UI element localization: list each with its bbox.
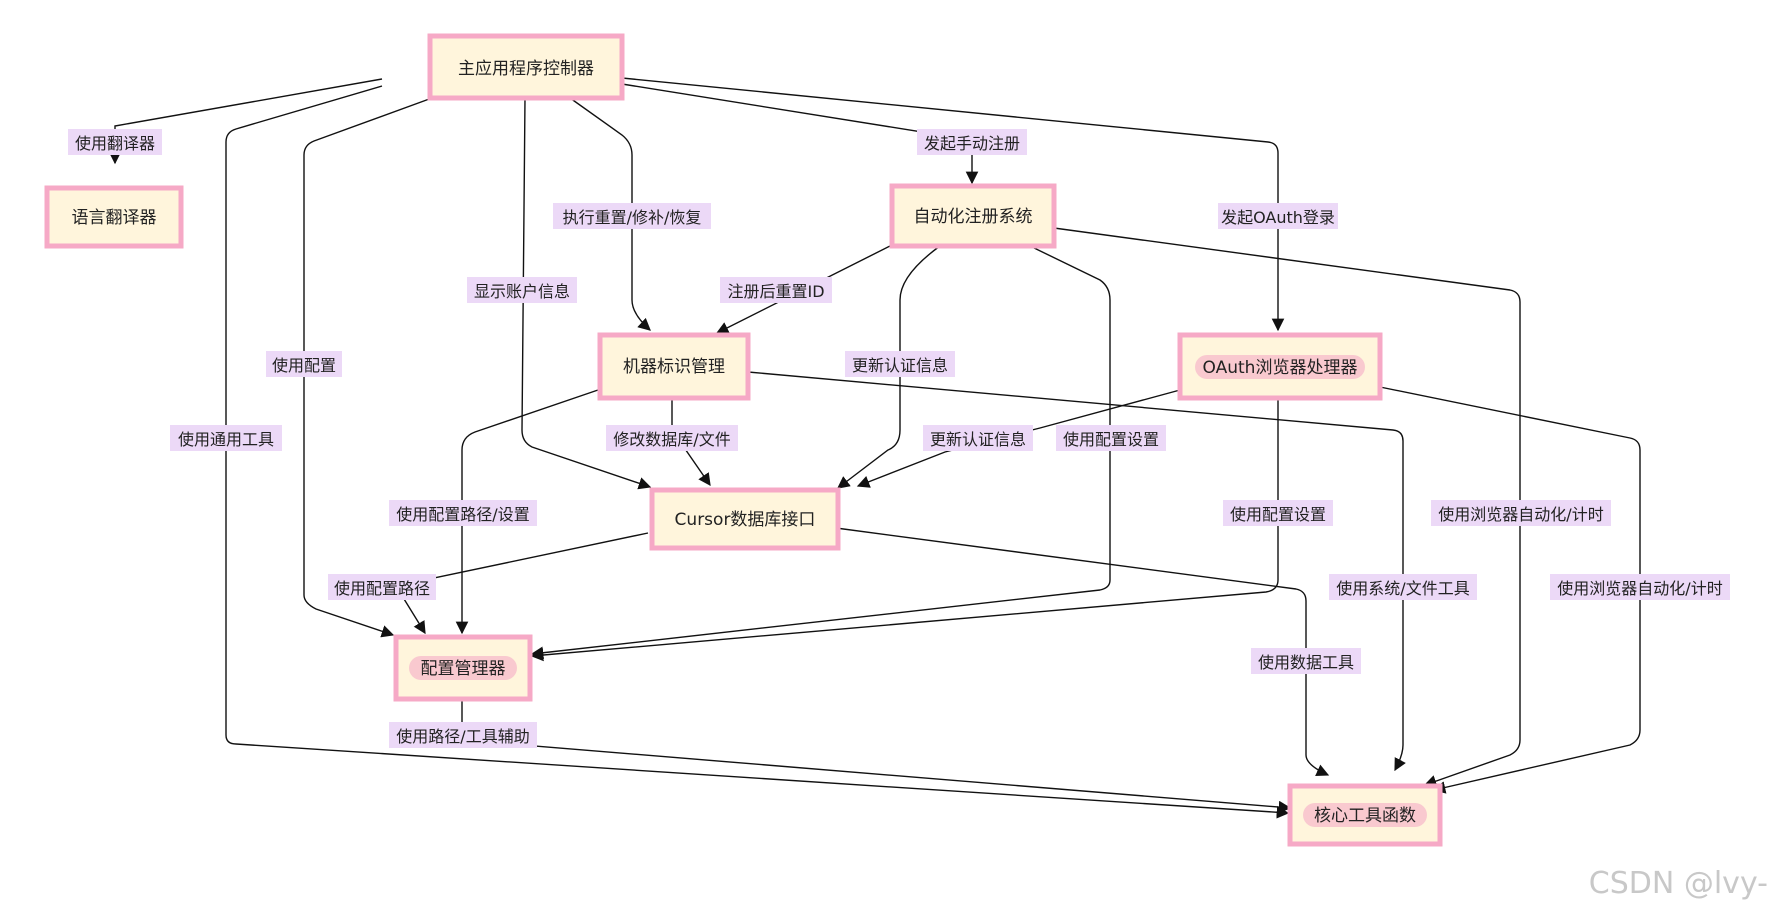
- label-use-config-settings-1: 使用配置设置: [1056, 425, 1166, 451]
- label-modify-db-file: 修改数据库/文件: [606, 425, 738, 451]
- svg-text:使用配置设置: 使用配置设置: [1063, 430, 1159, 449]
- label-use-sys-file-tools: 使用系统/文件工具: [1329, 574, 1477, 600]
- edge-main-oauth: [621, 77, 1285, 332]
- svg-text:使用路径/工具辅助: 使用路径/工具辅助: [396, 727, 529, 746]
- svg-text:执行重置/修补/恢复: 执行重置/修补/恢复: [563, 208, 702, 227]
- label-use-path-tool-aux: 使用路径/工具辅助: [389, 722, 537, 748]
- svg-text:使用浏览器自动化/计时: 使用浏览器自动化/计时: [1438, 505, 1603, 524]
- edge-labels: 使用翻译器 发起手动注册 执行重置/修补/恢复 发起OAuth登录 显示账户信息…: [68, 129, 1730, 748]
- node-main-controller: 主应用程序控制器: [427, 33, 625, 101]
- svg-text:使用浏览器自动化/计时: 使用浏览器自动化/计时: [1557, 579, 1722, 598]
- label-show-account: 显示账户信息: [467, 277, 577, 303]
- svg-text:使用配置路径/设置: 使用配置路径/设置: [396, 505, 529, 524]
- label-exec-reset: 执行重置/修补/恢复: [553, 203, 711, 229]
- svg-text:Cursor数据库接口: Cursor数据库接口: [675, 510, 816, 530]
- label-use-common-tools: 使用通用工具: [170, 425, 282, 451]
- svg-text:修改数据库/文件: 修改数据库/文件: [613, 430, 730, 449]
- svg-text:核心工具函数: 核心工具函数: [1314, 806, 1416, 826]
- label-update-auth-1: 更新认证信息: [845, 351, 955, 377]
- label-start-manual-reg: 发起手动注册: [917, 129, 1027, 155]
- label-update-auth-2: 更新认证信息: [923, 425, 1033, 451]
- svg-text:使用系统/文件工具: 使用系统/文件工具: [1336, 579, 1469, 598]
- label-use-config: 使用配置: [266, 351, 342, 377]
- edges: [108, 77, 1641, 819]
- label-use-config-path-settings: 使用配置路径/设置: [389, 500, 537, 526]
- svg-text:使用配置路径: 使用配置路径: [334, 579, 430, 598]
- svg-text:自动化注册系统: 自动化注册系统: [914, 207, 1033, 227]
- label-use-config-settings-2: 使用配置设置: [1223, 500, 1333, 526]
- label-reset-id-after-reg: 注册后重置ID: [720, 277, 832, 303]
- svg-text:发起OAuth登录: 发起OAuth登录: [1221, 208, 1335, 227]
- node-machine-id: 机器标识管理: [597, 332, 751, 401]
- svg-text:更新认证信息: 更新认证信息: [852, 356, 948, 375]
- svg-text:主应用程序控制器: 主应用程序控制器: [458, 59, 594, 79]
- node-oauth-browser: OAuth浏览器处理器: [1177, 332, 1383, 401]
- svg-text:语言翻译器: 语言翻译器: [72, 208, 157, 228]
- edge-config-core-utils: [461, 699, 1292, 814]
- svg-text:发起手动注册: 发起手动注册: [924, 134, 1020, 153]
- svg-text:配置管理器: 配置管理器: [421, 659, 506, 679]
- edge-machineid-core-utils: [747, 371, 1406, 772]
- node-cursor-db: Cursor数据库接口: [649, 487, 841, 551]
- edge-oauth-config: [530, 398, 1279, 662]
- edge-machineid-config: [455, 389, 599, 635]
- svg-text:显示账户信息: 显示账户信息: [474, 282, 570, 301]
- edge-main-machineid: [569, 97, 651, 331]
- svg-text:注册后重置ID: 注册后重置ID: [727, 282, 824, 301]
- svg-text:使用翻译器: 使用翻译器: [75, 134, 155, 153]
- edge-cursordb-core-utils: [835, 527, 1330, 777]
- label-use-data-tools: 使用数据工具: [1251, 648, 1361, 674]
- svg-text:使用配置: 使用配置: [272, 356, 336, 375]
- node-auto-registration: 自动化注册系统: [889, 183, 1057, 249]
- svg-text:更新认证信息: 更新认证信息: [930, 430, 1026, 449]
- svg-text:使用数据工具: 使用数据工具: [1258, 653, 1354, 672]
- csdn-watermark: CSDN @lvy-: [1589, 866, 1768, 901]
- svg-text:机器标识管理: 机器标识管理: [623, 357, 725, 377]
- nodes: 主应用程序控制器 语言翻译器 自动化注册系统 机器标识管理 OAuth浏览器处理…: [44, 33, 1443, 847]
- edge-main-cursordb: [521, 97, 652, 490]
- label-use-browser-auto-1: 使用浏览器自动化/计时: [1431, 500, 1611, 526]
- svg-text:使用配置设置: 使用配置设置: [1230, 505, 1326, 524]
- node-config-manager: 配置管理器: [393, 634, 533, 702]
- svg-text:OAuth浏览器处理器: OAuth浏览器处理器: [1203, 358, 1358, 378]
- svg-text:使用通用工具: 使用通用工具: [178, 430, 274, 449]
- label-use-translator: 使用翻译器: [68, 129, 162, 155]
- label-use-config-path: 使用配置路径: [328, 574, 436, 600]
- node-core-utils: 核心工具函数: [1287, 783, 1443, 847]
- node-language-translator: 语言翻译器: [44, 185, 184, 249]
- label-start-oauth: 发起OAuth登录: [1218, 203, 1338, 229]
- label-use-browser-auto-2: 使用浏览器自动化/计时: [1550, 574, 1730, 600]
